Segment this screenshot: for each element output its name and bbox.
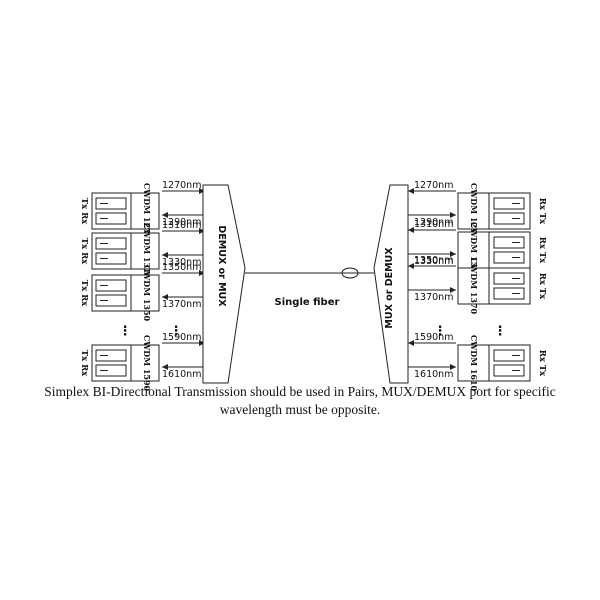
txrx-label: Rx Tx (537, 198, 547, 225)
wavelength-label: 1270nm (162, 180, 201, 191)
right-side-module-3: CWDM 1370 Rx Tx 1350nm 1370nm (408, 255, 547, 315)
wavelength-label: 1310nm (162, 220, 201, 231)
optical-port (95, 294, 127, 307)
arrowhead-icon (450, 251, 456, 257)
left-mux-label: DEMUX or MUX (216, 225, 227, 307)
left-side-module-3: CWDM 1350 Tx Rx 1350nm 1370nm (79, 262, 205, 322)
wavelength-label: 1610nm (414, 369, 453, 380)
wavelength-label: 1590nm (162, 332, 201, 343)
optical-port (95, 364, 127, 377)
left-side-module-2: CWDM 1310 Tx Rx 1310nm 1330nm (79, 220, 205, 280)
optical-port (493, 251, 525, 264)
txrx-label: Tx Rx (79, 198, 89, 225)
wavelength-label: 1290nm (414, 217, 453, 228)
cwdm-label: CWDM 1610 (469, 335, 479, 392)
left-side-module-4: CWDM 1590 Tx Rx 1590nm 1610nm (79, 332, 205, 392)
right-mux-demux-block (373, 184, 409, 384)
arrowhead-icon (162, 294, 168, 300)
ellipsis-dots: ⋮ (170, 324, 183, 339)
optical-port (493, 349, 525, 362)
arrowhead-icon (408, 263, 414, 269)
arrowhead-icon (162, 364, 168, 370)
wavelength-label: 1270nm (414, 180, 453, 191)
cwdm-label: CWDM 1370 (469, 258, 479, 315)
txrx-label: Rx Tx (537, 350, 547, 377)
arrowhead-icon (408, 227, 414, 233)
wavelength-label: 1370nm (414, 292, 453, 303)
wavelength-label: 1350nm (162, 262, 201, 273)
optical-port (493, 197, 525, 210)
wavelength-label: 1350nm (414, 255, 453, 266)
txrx-label: Rx Tx (537, 237, 547, 264)
optical-port (95, 237, 127, 250)
wavelength-label: 1370nm (162, 299, 201, 310)
right-mux-label: MUX or DEMUX (384, 247, 395, 329)
txrx-label: Tx Rx (79, 280, 89, 307)
arrowhead-icon (199, 188, 205, 194)
optical-port (493, 287, 525, 300)
arrowhead-icon (199, 340, 205, 346)
optical-port (493, 272, 525, 285)
optical-port (493, 364, 525, 377)
txrx-label: Tx Rx (79, 238, 89, 265)
single-fiber-label: Single fiber (275, 297, 340, 308)
cwdm-label: CWDM 1330 (469, 222, 479, 279)
optical-port (95, 252, 127, 265)
wavelength-label: 1610nm (162, 369, 201, 380)
wavelength-label: 1330nm (162, 257, 201, 268)
wavelength-label: 1290nm (162, 217, 201, 228)
wavelength-label: 1590nm (414, 332, 453, 343)
arrowhead-icon (199, 228, 205, 234)
optical-port (95, 279, 127, 292)
wavelength-label: 1310nm (414, 219, 453, 230)
cwdm-label: CWDM 1270 (142, 183, 152, 240)
wavelength-label: 1330nm (414, 256, 453, 267)
ellipsis-dots: ⋮ (434, 324, 447, 339)
cwdm-label: CWDM 1310 (142, 223, 152, 280)
cwdm-label: CWDM 1290 (469, 183, 479, 240)
fiber-loop (341, 267, 359, 279)
optical-port (95, 197, 127, 210)
caption-line-1: Simplex BI-Directional Transmission shou… (44, 384, 556, 399)
txrx-label: Rx Tx (537, 273, 547, 300)
arrowhead-icon (408, 188, 414, 194)
arrowhead-icon (450, 287, 456, 293)
caption: Simplex BI-Directional Transmission shou… (0, 383, 600, 419)
ellipsis-dots: ⋮ (494, 324, 507, 339)
right-side-module-4: CWDM 1610 Rx Tx 1590nm 1610nm (408, 332, 547, 392)
ellipsis-dots: ⋮ (119, 324, 132, 339)
arrowhead-icon (408, 340, 414, 346)
optical-port (95, 212, 127, 225)
left-side-module-1: CWDM 1270 Tx Rx 1270nm 1290nm (79, 180, 205, 240)
optical-port (493, 236, 525, 249)
arrowhead-icon (199, 270, 205, 276)
caption-line-2: wavelength must be opposite. (219, 402, 381, 417)
left-demux-mux-block (202, 184, 246, 384)
cwdm-label: CWDM 1350 (142, 265, 152, 322)
cwdm-label: CWDM 1590 (142, 335, 152, 392)
right-side-module-1: CWDM 1290 Rx Tx 1270nm 1290nm (408, 180, 547, 240)
arrowhead-icon (450, 364, 456, 370)
right-cwdm-group: CWDM 1290 Rx Tx 1270nm 1290nm CWDM 1330 Rx Tx… (408, 180, 547, 392)
arrowhead-icon (162, 252, 168, 258)
arrowhead-icon (162, 212, 168, 218)
right-side-module-2: CWDM 1330 Rx Tx 1310nm 1330nm (408, 219, 547, 279)
optical-port (493, 212, 525, 225)
txrx-label: Tx Rx (79, 350, 89, 377)
optical-port (95, 349, 127, 362)
arrowhead-icon (450, 212, 456, 218)
